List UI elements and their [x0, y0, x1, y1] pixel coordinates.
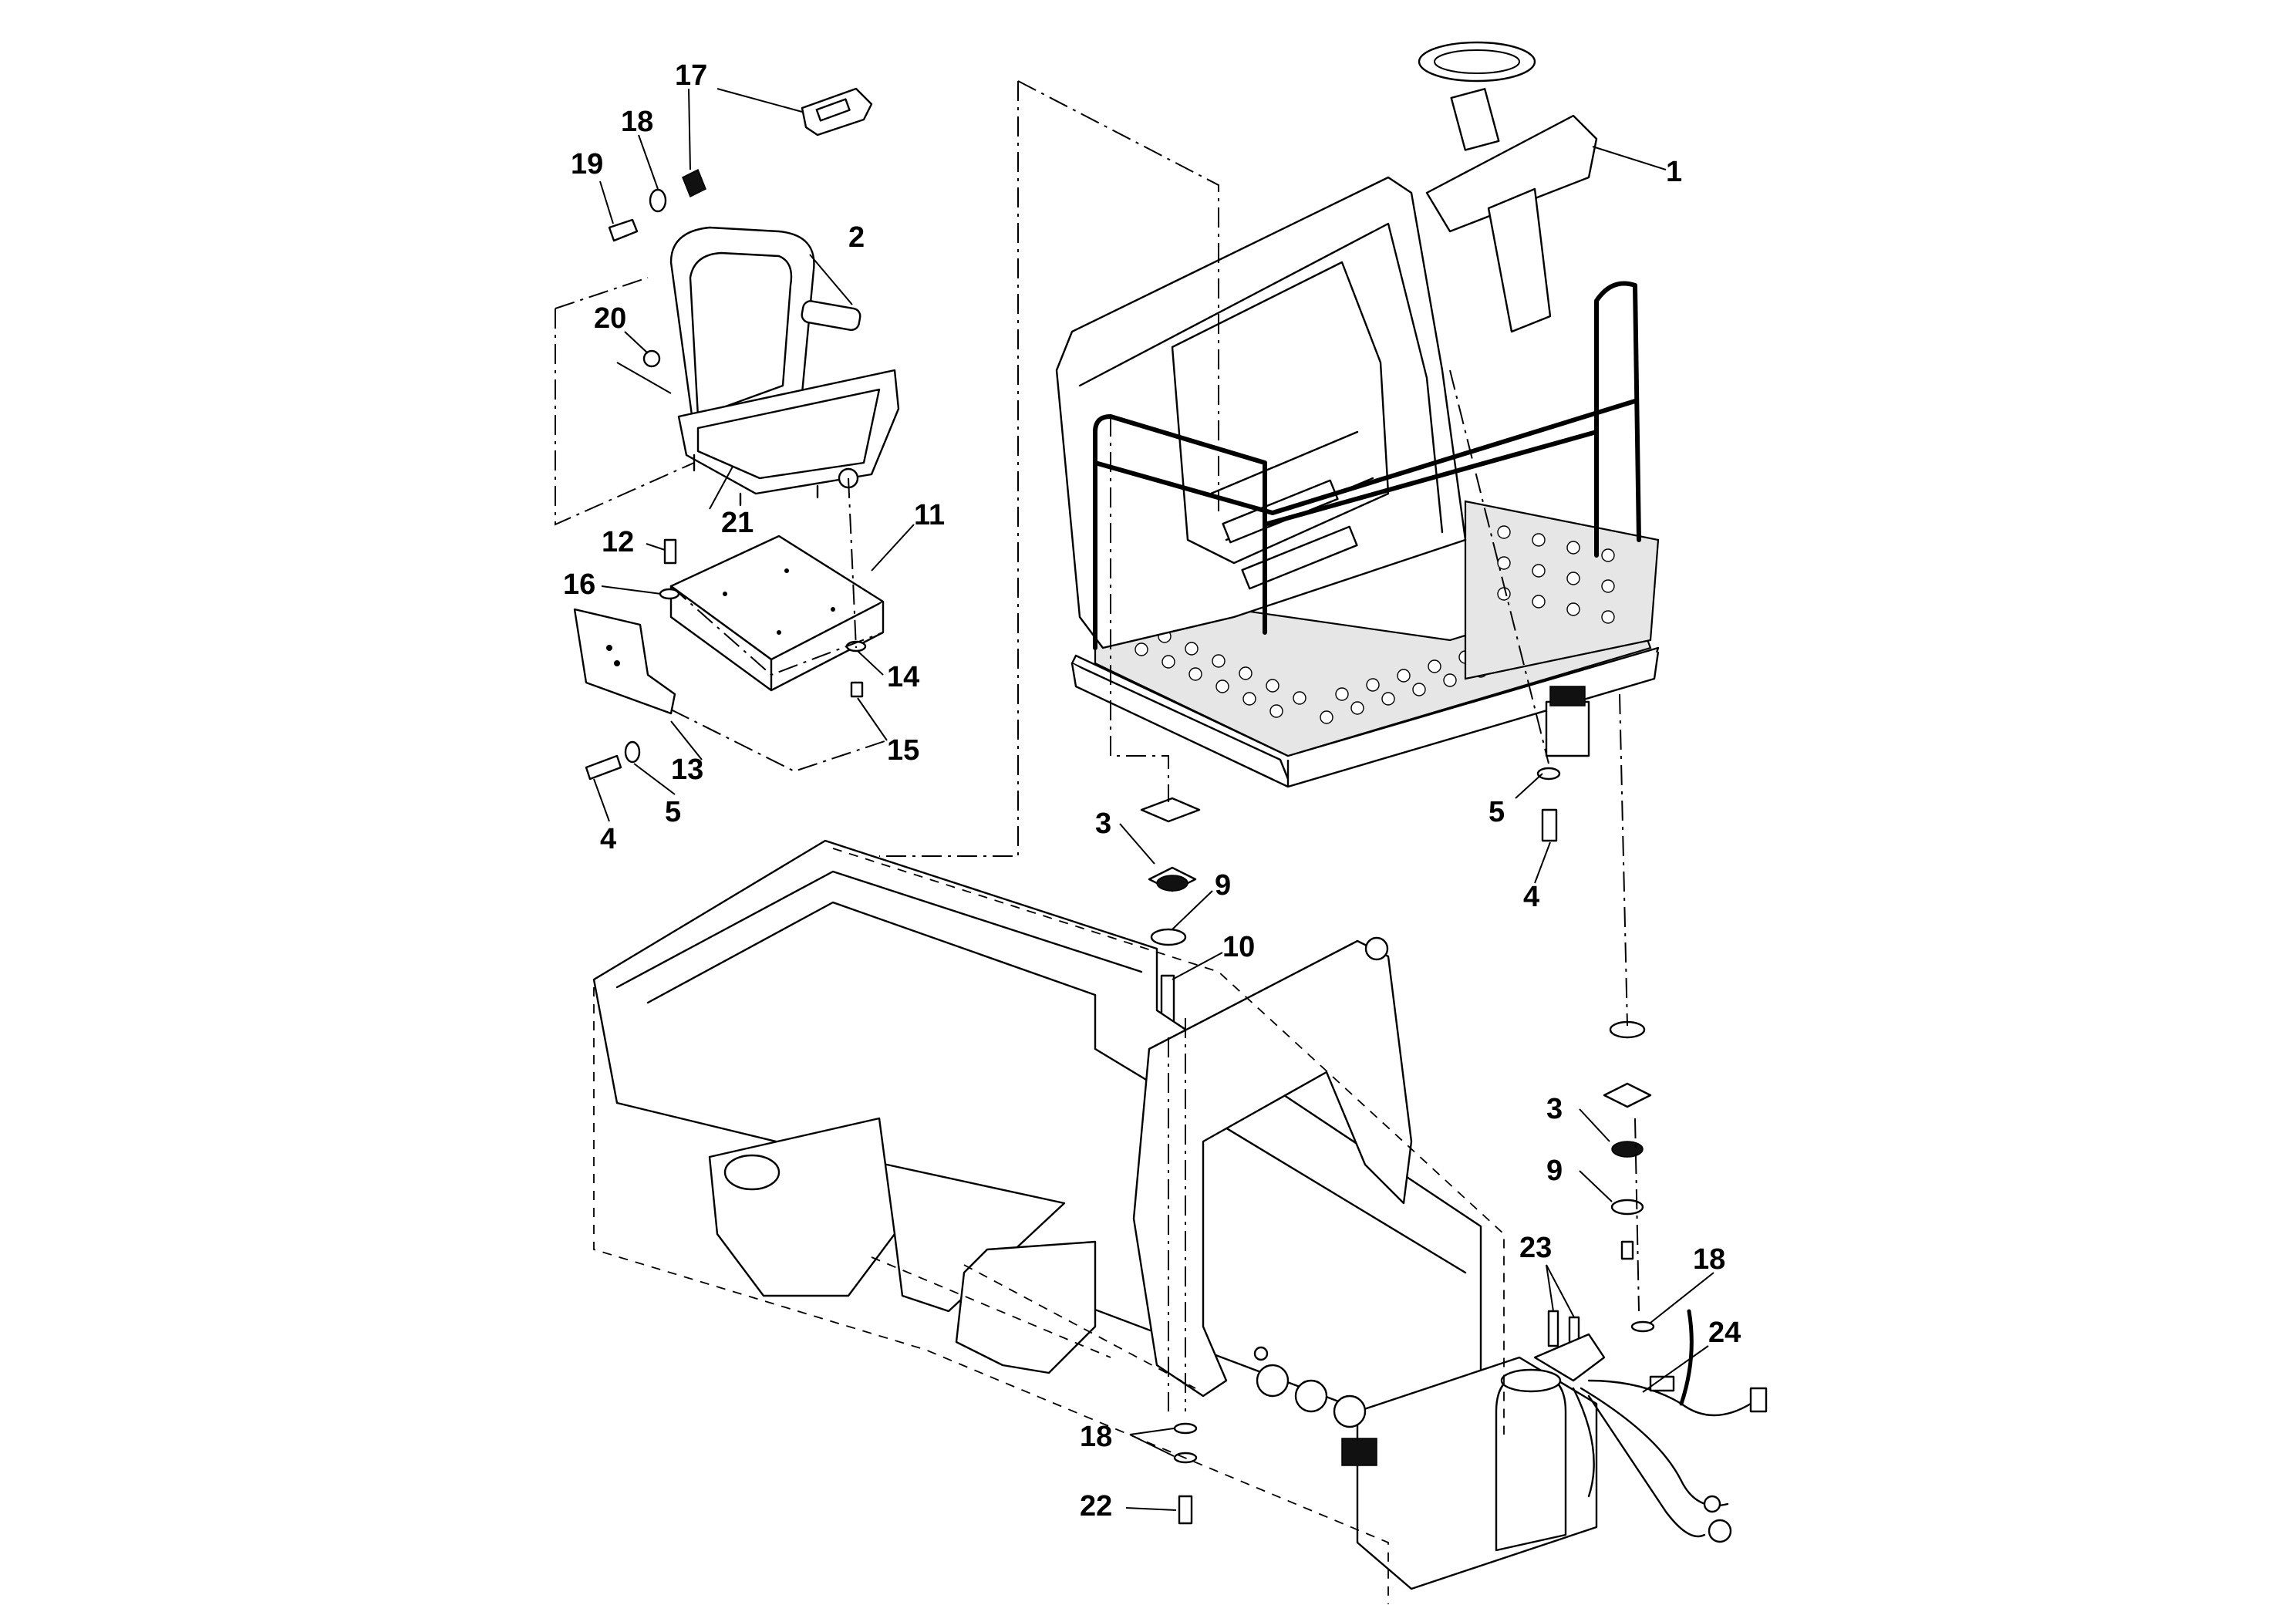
- callout-17: 17: [675, 59, 707, 92]
- callout-10: 10: [1222, 931, 1255, 963]
- callout-14: 14: [887, 661, 919, 693]
- callout-5: 5: [1489, 796, 1505, 828]
- callout-labels: 1 2 3 3 4 4 5 5 9 9 10 11 12 13 14 15 16…: [563, 59, 1741, 1523]
- assembly-lines: [555, 80, 1640, 1411]
- callout-22: 22: [1080, 1490, 1112, 1523]
- callout-1: 1: [1666, 156, 1682, 188]
- callout-21: 21: [721, 507, 754, 539]
- callout-2: 2: [848, 221, 865, 254]
- seat-bracket: [573, 608, 676, 715]
- callout-5: 5: [665, 796, 681, 828]
- callout-13: 13: [671, 754, 703, 786]
- callout-18: 18: [1080, 1421, 1112, 1453]
- wiring-harness: [1533, 1309, 1768, 1543]
- callout-19: 19: [571, 148, 603, 180]
- callout-20: 20: [594, 302, 626, 335]
- operator-seat: [669, 226, 900, 507]
- operator-platform: [1055, 41, 1660, 788]
- callout-18: 18: [621, 106, 653, 138]
- seat-base: [669, 534, 885, 692]
- callout-11: 11: [914, 499, 945, 531]
- callout-3: 3: [1546, 1093, 1563, 1125]
- callout-18: 18: [1693, 1243, 1725, 1276]
- callout-4: 4: [600, 823, 616, 855]
- callout-15: 15: [887, 734, 919, 767]
- hardware: [585, 87, 1655, 1525]
- callout-23: 23: [1519, 1232, 1552, 1264]
- callout-9: 9: [1215, 869, 1231, 902]
- callout-4: 4: [1523, 881, 1539, 913]
- main-frame: [592, 839, 1598, 1604]
- callout-9: 9: [1546, 1155, 1563, 1187]
- leader-lines: [593, 88, 1714, 1511]
- callout-12: 12: [602, 526, 634, 558]
- callout-16: 16: [563, 568, 595, 601]
- callout-24: 24: [1708, 1317, 1741, 1349]
- callout-3: 3: [1095, 808, 1111, 840]
